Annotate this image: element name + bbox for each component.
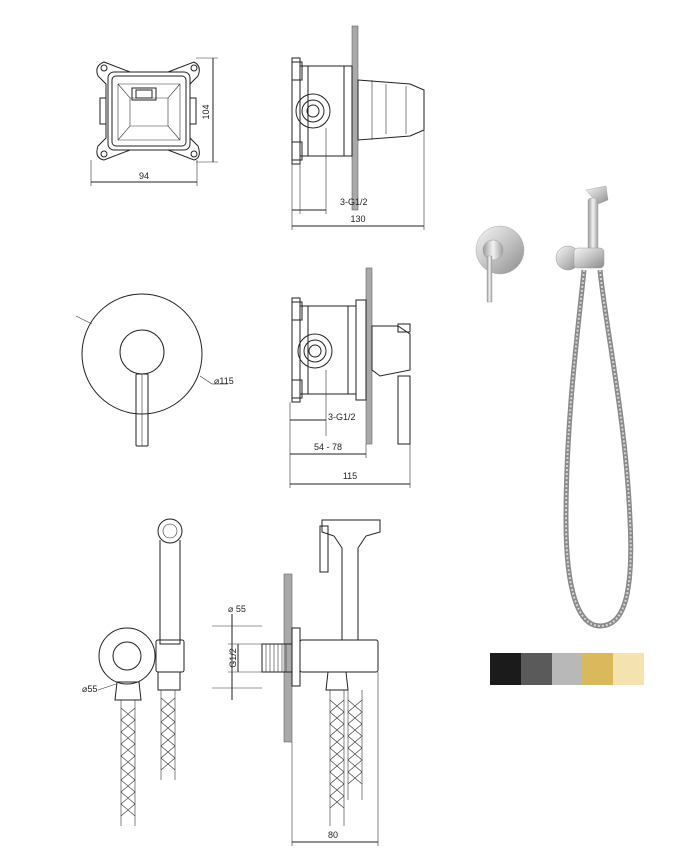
dim-depth-top: 130 — [350, 214, 365, 224]
dim-box-width: 94 — [139, 171, 149, 181]
swatch-champagne — [613, 653, 644, 685]
dim-holder-front-diameter: ⌀55 — [82, 684, 97, 694]
dim-thread-top: 3-G1/2 — [340, 197, 368, 207]
dim-plate-diameter: ⌀115 — [214, 376, 234, 386]
swatch-graphite — [520, 653, 552, 685]
mixer-valve-icon — [475, 225, 525, 303]
dim-holder-thread: G1/2 — [228, 648, 238, 668]
dim-thread-mid: 3-G1/2 — [328, 412, 356, 422]
dim-range-mid: 54 - 78 — [314, 442, 342, 452]
dim-holder-depth: 80 — [328, 830, 338, 840]
mounting-box-side-view: 3-G1/2 130 — [291, 25, 425, 230]
dim-depth-mid: 115 — [343, 471, 357, 481]
finish-color-swatches — [490, 653, 644, 685]
mounting-box-front-view: 104 94 — [90, 57, 218, 186]
swatch-black — [490, 653, 521, 685]
dim-holder-side-diameter: ⌀ 55 — [228, 604, 246, 614]
cover-plate-front-view: ⌀115 — [75, 293, 234, 447]
swatch-gold — [582, 653, 614, 685]
mixer-side-view: 3-G1/2 54 - 78 115 — [289, 267, 411, 488]
swatch-chrome — [551, 653, 583, 685]
bidet-holder-front-view: ⌀55 — [82, 518, 185, 826]
bidet-holder-side-view: ⌀ 55 G1/2 80 — [212, 519, 381, 846]
bidet-shower-icon — [555, 185, 634, 629]
dim-box-height: 104 — [201, 104, 211, 119]
